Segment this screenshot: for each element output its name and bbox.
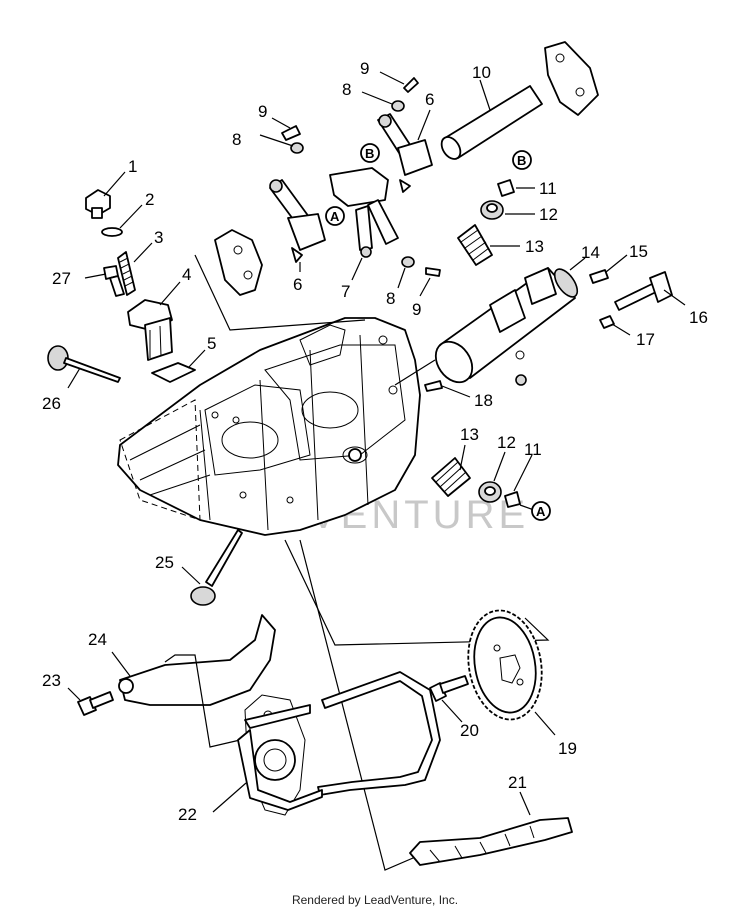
part-number-label: 4: [182, 265, 191, 284]
part-number-label: 16: [689, 308, 708, 327]
bolt-1: [85, 189, 111, 219]
part-number-label: 8: [386, 289, 395, 308]
part-number-label: 12: [497, 433, 516, 452]
part-9-screw: [403, 77, 419, 93]
part-number-label: 6: [425, 90, 434, 109]
part-23-bolt: [77, 691, 114, 716]
part-number-label: 18: [474, 391, 493, 410]
rocker-bracket-right: [544, 41, 599, 116]
part-11-keeper: [497, 179, 515, 197]
part-number-label: 11: [524, 440, 542, 459]
part-number-label: 3: [154, 228, 163, 247]
part-number-label: 8: [342, 80, 351, 99]
part-20-bolt: [429, 675, 469, 702]
part-18-pin: [424, 380, 443, 392]
part-19-cam-sprocket: [467, 609, 543, 721]
part-number-label: 9: [258, 102, 267, 121]
part-6-rocker-arm: [269, 179, 326, 263]
part-17-clip: [599, 315, 615, 329]
part-number-label: 2: [145, 190, 154, 209]
part-number-label: 13: [525, 237, 544, 256]
part-number-label: 6: [293, 275, 302, 294]
part-number-label: 11: [539, 179, 557, 198]
part-number-label: 8: [232, 130, 241, 149]
callout-b-marker: [512, 150, 532, 170]
part-number-label: 7: [341, 282, 350, 301]
part-2-seal: [101, 227, 123, 237]
part-number-label: 22: [178, 805, 197, 824]
callout-label: B: [365, 146, 374, 161]
gasket-outline: [119, 399, 201, 521]
part-10-rocker-shaft: [440, 85, 543, 160]
part-3-spring-stud: [117, 251, 136, 296]
part-number-label: 5: [207, 334, 216, 353]
part-22-timing-chain: [237, 671, 441, 811]
leader-line: [394, 359, 436, 386]
footer-credit: Rendered by LeadVenture, Inc.: [291, 893, 459, 907]
part-13-valve-spring: [457, 224, 493, 266]
leader-line: [284, 539, 550, 646]
part-number-label: 12: [539, 205, 558, 224]
part-4-tensioner: [127, 299, 173, 361]
part-26-valve: [47, 345, 121, 383]
part-number-label: 24: [88, 630, 107, 649]
part-number-label: 9: [412, 300, 421, 319]
part-8-nut: [391, 100, 405, 112]
part-number-label: 21: [508, 773, 527, 792]
part-12-retainer-lower: [478, 481, 502, 503]
part-number-label: 27: [52, 269, 71, 288]
part-number-label: 1: [128, 157, 137, 176]
part-number-label: 26: [42, 394, 61, 413]
part-16-breather-shaft: [614, 271, 673, 311]
part-13-valve-spring-lower: [431, 457, 471, 497]
part-number-label: 20: [460, 721, 479, 740]
callout-b-marker: [360, 143, 380, 163]
part-24-chain-guide: [118, 614, 276, 706]
callout-label: A: [330, 209, 340, 224]
leader-line: [164, 654, 241, 748]
part-number-label: 14: [581, 243, 600, 262]
part-number-label: 10: [472, 63, 491, 82]
callout-a-marker: [325, 206, 345, 226]
part-15-pin: [589, 269, 609, 284]
part-number-label: 25: [155, 553, 174, 572]
part-25-valve: [190, 529, 243, 606]
leader-line: [194, 254, 366, 331]
part-number-label: 23: [42, 671, 61, 690]
part-8-nut: [290, 142, 304, 154]
part-11-keeper-lower: [504, 491, 521, 508]
part-number-label: 17: [636, 330, 655, 349]
rocker-bracket-left: [214, 229, 263, 296]
part-9-screw: [281, 125, 301, 141]
cylinder-head: [117, 317, 421, 536]
part-27-bolt: [103, 265, 125, 297]
part-number-label: 19: [558, 739, 577, 758]
callout-label: A: [536, 504, 546, 519]
leader-line: [299, 539, 421, 871]
callout-a-marker: [531, 501, 551, 521]
part-12-retainer: [480, 200, 504, 220]
part-8-nut: [401, 256, 415, 268]
callout-label: B: [517, 153, 526, 168]
part-5-gasket: [151, 362, 196, 383]
part-9-screw: [425, 267, 441, 277]
part-7-rocker-arm: [329, 167, 399, 258]
part-number-label: 15: [629, 242, 648, 261]
part-14-camshaft: [434, 267, 579, 386]
part-number-label: 9: [360, 59, 369, 78]
part-21-chain-guide: [409, 817, 573, 866]
part-number-label: 13: [460, 425, 479, 444]
part-6-rocker-arm-right: [377, 113, 433, 193]
